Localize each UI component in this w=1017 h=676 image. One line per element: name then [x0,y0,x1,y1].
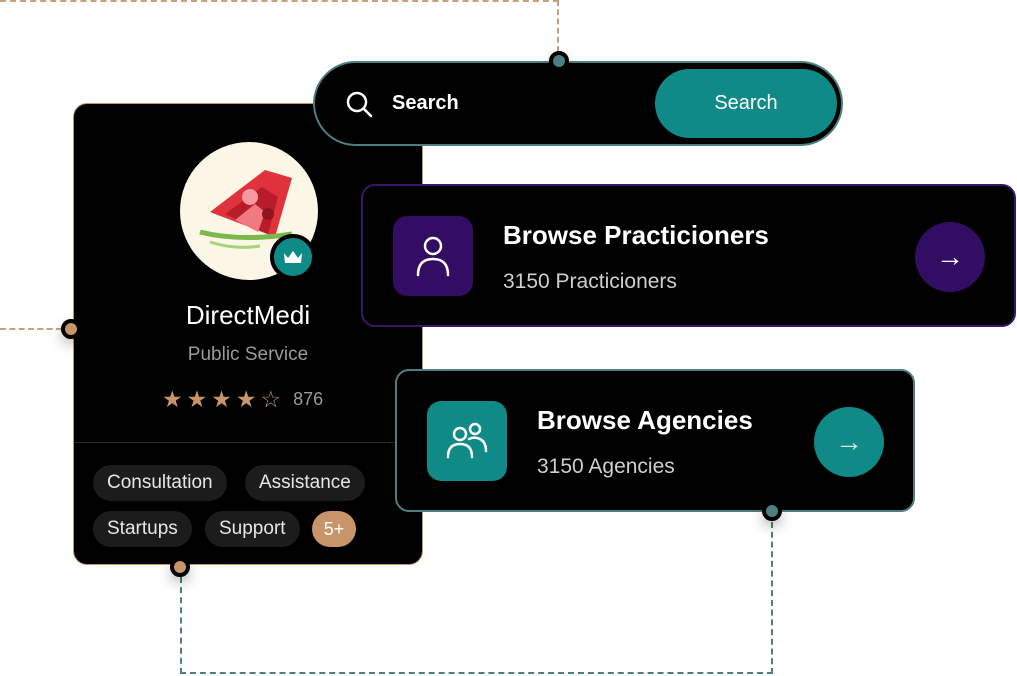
avatar [180,142,318,280]
connector-line-top-vertical [557,0,559,52]
user-icon [416,236,450,277]
star-filled-icon: ★ [186,386,208,412]
verified-badge [270,234,316,280]
profile-card[interactable]: DirectMedi Public Service ★ ★ ★ ★ ☆ 876 … [73,103,423,565]
search-icon [346,91,373,118]
agencies-icon-box [427,401,507,481]
star-filled-icon: ★ [235,386,257,412]
browse-agencies-card[interactable]: Browse Agencies 3150 Agencies → [395,369,915,512]
search-bar[interactable]: Search Search [313,61,843,146]
tag-startups[interactable]: Startups [93,511,192,547]
agencies-arrow-button[interactable]: → [814,407,884,477]
connector-line-bottom-left [180,577,182,674]
logo-icon [199,170,293,249]
connector-dot-left [61,319,81,339]
divider [74,442,422,443]
practitioner-icon-box [393,216,473,296]
practitioners-arrow-button[interactable]: → [915,222,985,292]
practitioners-count: 3150 Practicioners [503,270,677,293]
connector-dot-bottom-left [170,557,190,577]
tag-support[interactable]: Support [205,511,300,547]
search-button[interactable]: Search [655,69,837,138]
star-filled-icon: ★ [162,386,183,412]
arrow-right-icon: → [835,426,863,457]
browse-practitioners-card[interactable]: Browse Practicioners 3150 Practicioners … [361,184,1016,327]
company-category: Public Service [187,344,309,365]
star-filled-icon: ★ [211,386,232,412]
company-name: DirectMedi [185,300,311,330]
connector-dot-bottom-right [762,501,782,521]
review-count: 876 [293,389,324,409]
connector-line-bottom [180,672,773,674]
connector-line-top [0,0,559,2]
crown-icon [284,251,302,263]
agencies-count: 3150 Agencies [537,455,675,478]
connector-line-left [0,328,62,330]
tag-assistance[interactable]: Assistance [245,465,365,501]
connector-dot-top [549,51,569,71]
arrow-right-icon: → [936,241,964,272]
tag-consultation[interactable]: Consultation [93,465,227,501]
connector-line-bottom-right [771,522,773,674]
rating: ★ ★ ★ ★ ☆ 876 [162,388,323,411]
star-empty-icon: ☆ [260,386,282,412]
browse-agencies-title: Browse Agencies [537,405,753,435]
browse-practitioners-title: Browse Practicioners [503,220,769,250]
users-icon [446,422,488,459]
search-input[interactable]: Search [392,92,459,114]
more-tags-badge[interactable]: 5+ [312,511,356,547]
